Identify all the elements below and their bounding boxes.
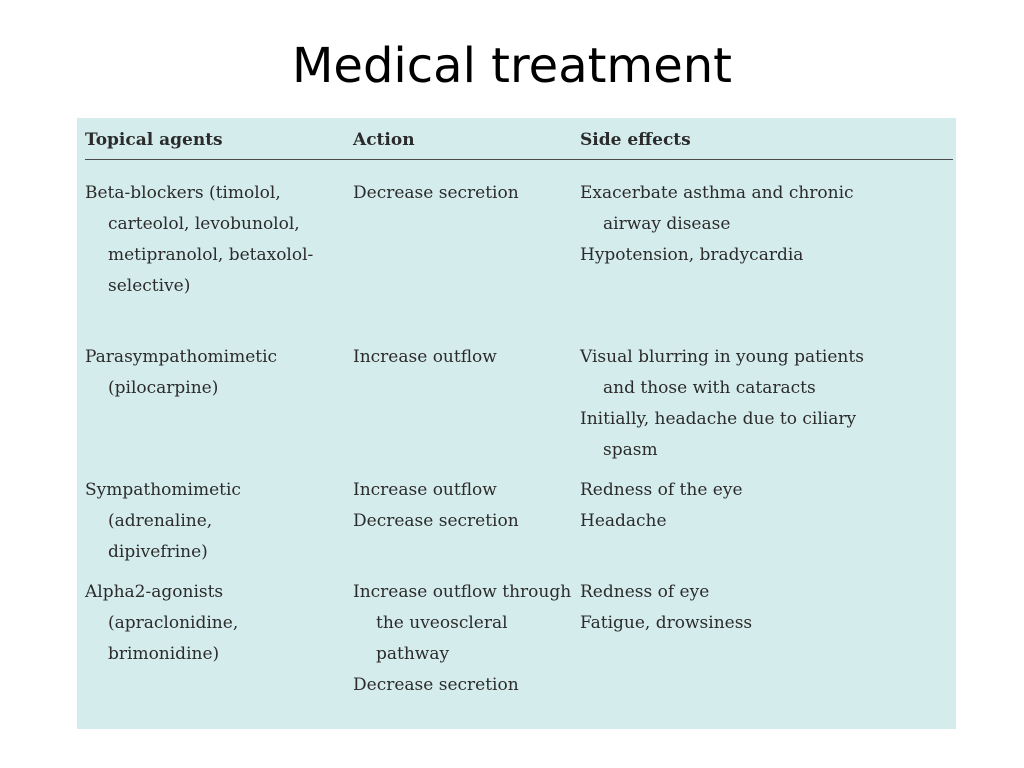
- side-effect-entry: Exacerbate asthma and chronic airway dis…: [580, 183, 854, 234]
- side-effect-entry: Hypotension, bradycardia: [580, 245, 804, 265]
- row-alpha2-agonists-action: Increase outflow through the uveoscleral…: [353, 577, 585, 701]
- agent-entry: Parasympathomimetic (pilocarpine): [85, 347, 278, 398]
- side-effect-entry: Visual blurring in young patients and th…: [580, 347, 864, 398]
- action-entry: Decrease secretion: [353, 511, 519, 531]
- side-effect-entry: Redness of eye: [580, 582, 710, 602]
- side-effect-entry: Redness of the eye: [580, 480, 743, 500]
- row-alpha2-agonists-agent: Alpha2-agonists (apraclonidine, brimonid…: [85, 577, 317, 670]
- row-parasympathomimetic-action: Increase outflow: [353, 342, 585, 373]
- agent-entry: Beta-blockers (timolol, carteolol, levob…: [85, 183, 314, 296]
- side-effect-entry: Headache: [580, 511, 667, 531]
- slide-title: Medical treatment: [292, 38, 732, 94]
- row-alpha2-agonists-side-effects: Redness of eye Fatigue, drowsiness: [580, 577, 880, 639]
- action-entry: Increase outflow through the uveoscleral…: [353, 582, 572, 664]
- action-entry: Increase outflow: [353, 480, 497, 500]
- action-entry: Increase outflow: [353, 347, 497, 367]
- row-sympathomimetic-agent: Sympathomimetic (adrenaline, dipivefrine…: [85, 475, 317, 568]
- header-action: Action: [353, 130, 415, 150]
- header-divider: [85, 159, 953, 160]
- header-side-effects: Side effects: [580, 130, 691, 150]
- row-sympathomimetic-side-effects: Redness of the eye Headache: [580, 475, 880, 537]
- header-topical-agents: Topical agents: [85, 130, 223, 150]
- side-effect-entry: Fatigue, drowsiness: [580, 613, 753, 633]
- row-sympathomimetic-action: Increase outflow Decrease secretion: [353, 475, 585, 537]
- treatment-table: Topical agents Action Side effects Beta-…: [77, 118, 956, 729]
- agent-entry: Alpha2-agonists (apraclonidine, brimonid…: [85, 582, 239, 664]
- row-beta-blockers-agent: Beta-blockers (timolol, carteolol, levob…: [85, 178, 317, 302]
- row-beta-blockers-side-effects: Exacerbate asthma and chronic airway dis…: [580, 178, 880, 271]
- action-entry: Decrease secretion: [353, 675, 519, 695]
- row-parasympathomimetic-agent: Parasympathomimetic (pilocarpine): [85, 342, 317, 404]
- agent-entry: Sympathomimetic (adrenaline, dipivefrine…: [85, 480, 241, 562]
- action-entry: Decrease secretion: [353, 183, 519, 203]
- row-parasympathomimetic-side-effects: Visual blurring in young patients and th…: [580, 342, 880, 466]
- side-effect-entry: Initially, headache due to ciliary spasm: [580, 409, 857, 460]
- row-beta-blockers-action: Decrease secretion: [353, 178, 585, 209]
